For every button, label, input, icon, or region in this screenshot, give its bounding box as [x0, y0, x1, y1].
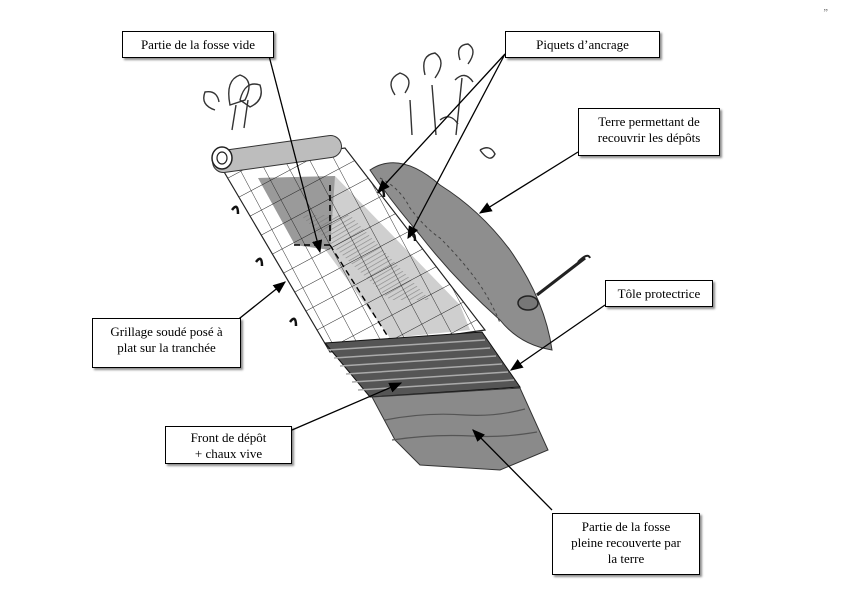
corner-mark: „	[823, 2, 828, 13]
label-covering-soil: Terre permettant de recouvrir les dépôts	[578, 108, 720, 156]
label-deposit-front-line1: Front de dépôt	[190, 430, 267, 445]
label-welded-mesh-line1: Grillage soudé posé à	[110, 324, 223, 339]
label-welded-mesh: Grillage soudé posé à plat sur la tranch…	[92, 318, 241, 368]
label-empty-trench: Partie de la fosse vide	[122, 31, 274, 58]
label-protective-sheet: Tôle protectrice	[605, 280, 713, 307]
label-deposit-front: Front de dépôt + chaux vive	[165, 426, 292, 464]
background-plants	[203, 43, 496, 159]
soil-mound	[369, 162, 553, 351]
label-anchor-stakes-text: Piquets d’ancrage	[536, 37, 629, 52]
label-protective-sheet-text: Tôle protectrice	[617, 286, 701, 301]
label-filled-trench-line1: Partie de la fosse	[581, 519, 671, 534]
protective-sheet	[323, 331, 521, 398]
label-covering-soil-line2: recouvrir les dépôts	[597, 130, 701, 145]
label-filled-trench-line3: la terre	[607, 551, 645, 566]
label-filled-trench: Partie de la fosse pleine recouverte par…	[552, 513, 700, 575]
label-anchor-stakes: Piquets d’ancrage	[505, 31, 660, 58]
label-welded-mesh-line2: plat sur la tranchée	[117, 340, 216, 355]
label-deposit-front-line2: + chaux vive	[194, 446, 263, 461]
mesh-roll	[211, 134, 342, 174]
label-filled-trench-line2: pleine recouverte par	[571, 535, 681, 550]
filled-trench	[371, 387, 549, 471]
shovel	[517, 254, 591, 311]
label-empty-trench-text: Partie de la fosse vide	[140, 37, 256, 52]
label-covering-soil-line1: Terre permettant de	[598, 114, 700, 129]
